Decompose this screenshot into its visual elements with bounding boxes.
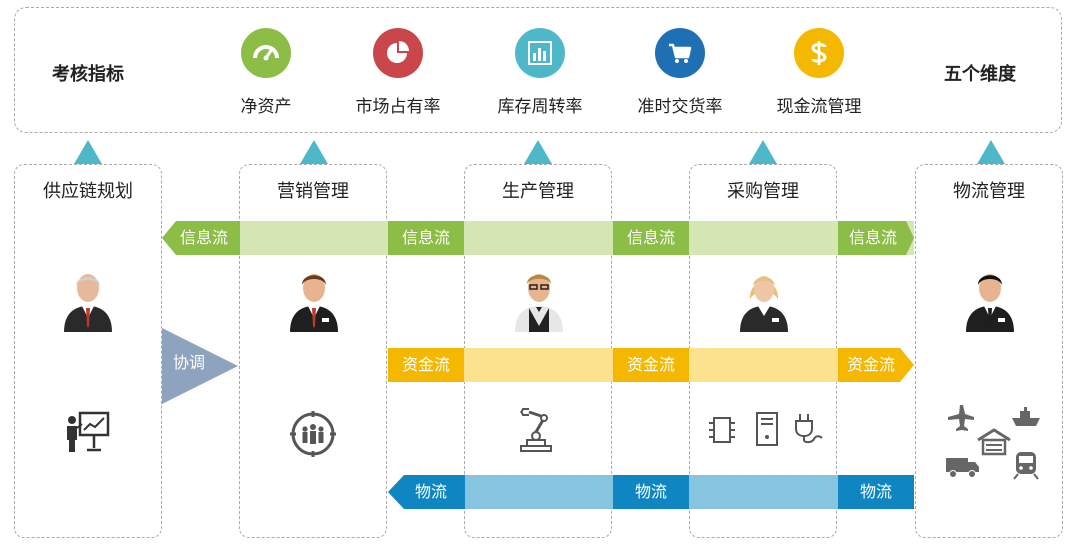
info-flow-label: 信息流: [179, 228, 228, 247]
up-arrow: [74, 140, 102, 164]
production-manager-avatar-icon: [515, 274, 563, 332]
up-arrow: [524, 140, 552, 164]
kpi-label: 库存周转率: [497, 97, 583, 117]
logistics-flow-label: 物流: [613, 475, 689, 509]
logistics-manager-avatar-icon: [966, 274, 1014, 332]
procurement-manager-avatar-icon: [740, 276, 788, 332]
column-title: 生产管理: [502, 181, 574, 202]
kpi-on-time-delivery: 准时交货率: [610, 28, 750, 117]
transport-icon: [946, 405, 1040, 480]
info-flow-label: 信息流: [613, 221, 689, 255]
kpi-cash-flow: 现金流管理: [749, 28, 889, 117]
funds-flow-label: 资金流: [613, 348, 689, 382]
kpi-market-share: 市场占有率: [328, 28, 468, 117]
info-flow-arrow-head: [162, 221, 240, 255]
pie-chart-icon: [373, 28, 423, 78]
logistics-flow-label: 物流: [838, 475, 914, 509]
kpi-label: 准时交货率: [637, 97, 723, 117]
kpi-label: 净资产: [240, 97, 292, 117]
logistics-flow-label: 物流: [414, 482, 447, 501]
shopping-cart-icon: [655, 28, 705, 78]
gauge-icon: [241, 28, 291, 78]
info-flow-label: 信息流: [848, 228, 897, 247]
kpi-label: 市场占有率: [355, 97, 441, 117]
coordination-label: 协调: [172, 353, 205, 372]
customer-group-icon: [290, 411, 336, 457]
column-title: 营销管理: [277, 181, 349, 202]
info-flow-label: 信息流: [388, 221, 464, 255]
info-flow-tail: [838, 221, 914, 255]
kpi-inventory-turnover: 库存周转率: [470, 28, 610, 117]
funds-flow-label: 资金流: [388, 348, 464, 382]
robot-arm-icon: [520, 408, 552, 452]
coordination-arrow: [162, 328, 238, 404]
funds-flow-label: 资金流: [846, 355, 895, 374]
column-logistics: 物流管理: [915, 164, 1063, 538]
kpi-label: 现金流管理: [776, 97, 862, 117]
up-arrow: [300, 140, 328, 164]
dimension-title: 五个维度: [944, 64, 1016, 85]
up-arrow: [749, 140, 777, 164]
dollar-icon: [794, 28, 844, 78]
marketing-manager-avatar-icon: [290, 274, 338, 332]
column-title: 供应链规划: [43, 181, 133, 202]
logistics-flow-arrow-head: [388, 475, 465, 509]
power-plug-icon: [795, 414, 823, 444]
up-arrow: [977, 140, 1005, 164]
column-supply-chain-planning: 供应链规划: [14, 164, 162, 538]
planner-avatar-icon: [64, 274, 112, 332]
bar-chart-icon: [515, 28, 565, 78]
server-icon: [756, 412, 778, 446]
kpi-net-assets: 净资产: [196, 28, 336, 117]
funds-flow-arrow-head: [838, 348, 914, 382]
kpi-panel: [14, 7, 1062, 133]
chip-icon: [709, 417, 735, 443]
presentation-icon: [67, 411, 110, 452]
info-flow-band: [239, 221, 914, 255]
kpi-title: 考核指标: [52, 64, 124, 85]
column-title: 物流管理: [953, 181, 1025, 202]
column-title: 采购管理: [727, 181, 799, 202]
